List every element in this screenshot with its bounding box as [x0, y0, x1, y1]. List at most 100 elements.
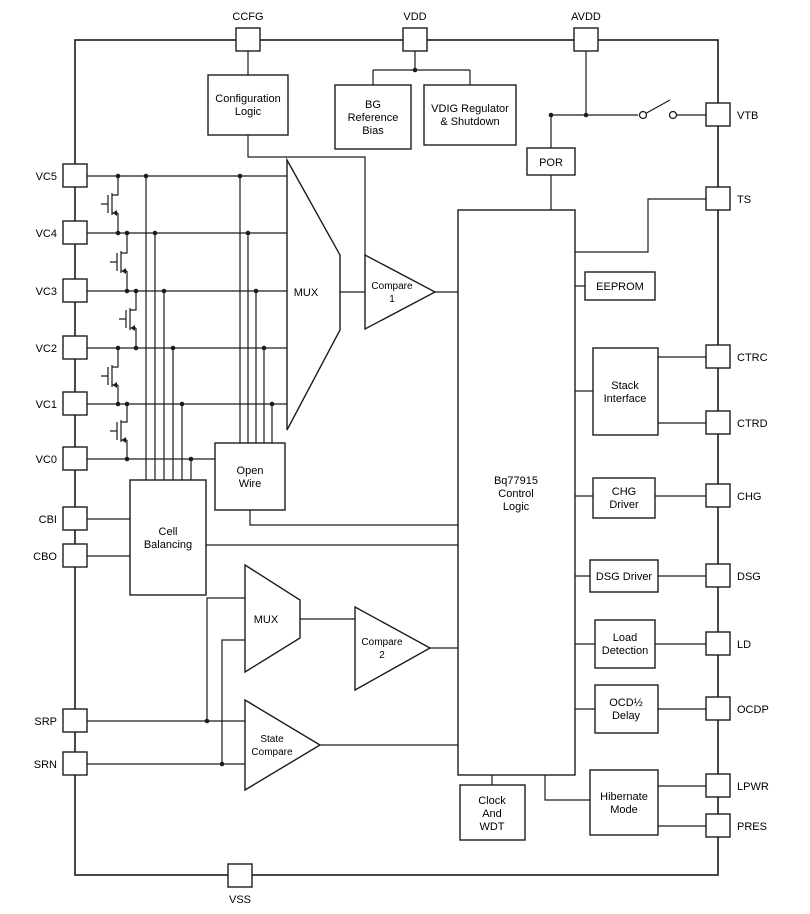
pin-pres [705, 813, 731, 838]
block-label-stack-interface: Stack [611, 380, 639, 392]
block-clock-wdt [459, 784, 526, 841]
block-configuration-logic [207, 74, 289, 136]
pin-ld [705, 631, 731, 656]
pin-labels: CCFG VDD AVDD VSS VC5 VC4 VC3 VC2 VC1 VC… [33, 11, 769, 906]
block-ocd-delay [594, 684, 659, 734]
pin-cbo [62, 543, 88, 568]
wiring [87, 51, 706, 827]
block-label-control-logic: Logic [503, 501, 530, 513]
block-label-bg-reference-bias: Bias [362, 125, 384, 137]
wire-to-control-left [206, 510, 458, 546]
block-label-ocd-delay: OCD½ [609, 697, 643, 709]
block-label-stack-interface: Interface [604, 393, 647, 405]
block-label-mux2: MUX [254, 614, 279, 626]
block-load-detection [594, 619, 656, 669]
pin-label-srp: SRP [34, 716, 57, 728]
pin-ocdp [705, 696, 731, 721]
pin-label-ccfg: CCFG [232, 11, 263, 23]
pin-label-vc1: VC1 [36, 399, 57, 411]
block-state-compare [244, 698, 322, 792]
wire-open-wire-taps [239, 176, 273, 443]
wire-right-blocks [491, 285, 706, 827]
mosfet-icon [119, 291, 137, 348]
chip-boundary [74, 39, 719, 876]
block-por [526, 147, 576, 176]
pin-vc2 [62, 335, 88, 360]
pin-vtb [705, 102, 731, 127]
pin-label-chg: CHG [737, 491, 761, 503]
block-compare2 [354, 605, 432, 692]
pin-srn [62, 751, 88, 776]
pin-label-lpwr: LPWR [737, 781, 769, 793]
pin-label-vtb: VTB [737, 110, 758, 122]
pin-dsg [705, 563, 731, 588]
pin-label-pres: PRES [737, 821, 767, 833]
block-label-cell-balancing: Balancing [144, 539, 192, 551]
pin-vc3 [62, 278, 88, 303]
pin-label-cbi: CBI [39, 514, 57, 526]
pin-ctrc [705, 344, 731, 369]
pin-label-srn: SRN [34, 759, 57, 771]
function-blocks [129, 74, 659, 841]
switch-icon [638, 99, 678, 120]
block-label-compare1: Compare [371, 281, 413, 292]
block-eeprom [584, 271, 656, 301]
pin-vdd [402, 27, 428, 52]
pin-label-ld: LD [737, 639, 751, 651]
cell-balancing-fets [101, 176, 137, 459]
pin-cbi [62, 506, 88, 531]
pin-pads [62, 27, 731, 888]
block-control-logic [457, 209, 576, 776]
block-label-open-wire: Open [237, 465, 264, 477]
pin-label-vc0: VC0 [36, 454, 57, 466]
pin-label-vdd: VDD [403, 11, 426, 23]
block-label-bg-reference-bias: BG [365, 99, 381, 111]
block-label-vdig-regulator: & Shutdown [440, 116, 499, 128]
block-open-wire [214, 442, 286, 511]
pin-avdd [573, 27, 599, 52]
block-vdig-regulator [423, 84, 517, 146]
pin-label-ctrc: CTRC [737, 352, 768, 364]
block-label-load-detection: Load [613, 632, 637, 644]
block-hibernate-mode [589, 769, 659, 836]
pin-vc1 [62, 391, 88, 416]
block-labels: Configuration Logic BG Reference Bias VD… [144, 93, 653, 833]
block-compare1 [364, 253, 437, 331]
block-label-compare2: Compare [361, 637, 403, 648]
wire-top-power [247, 51, 638, 210]
pin-vc4 [62, 220, 88, 245]
pin-label-vc2: VC2 [36, 343, 57, 355]
pin-label-cbo: CBO [33, 551, 57, 563]
block-chg-driver [592, 477, 656, 519]
pin-label-avdd: AVDD [571, 11, 601, 23]
pin-srp [62, 708, 88, 733]
block-label-compare2: 2 [379, 650, 385, 661]
block-dsg-driver [589, 559, 659, 593]
block-label-ocd-delay: Delay [612, 710, 641, 722]
block-stack-interface [592, 347, 659, 436]
block-label-dsg-driver: DSG Driver [596, 571, 653, 583]
block-label-compare1: 1 [389, 294, 395, 305]
block-label-vdig-regulator: VDIG Regulator [431, 103, 509, 115]
pin-label-vss: VSS [229, 894, 251, 906]
block-label-clock-wdt: Clock [478, 795, 506, 807]
wire-ts [575, 198, 706, 253]
block-cell-balancing [129, 479, 207, 596]
block-label-por: POR [539, 157, 563, 169]
block-mux2 [244, 563, 301, 674]
pin-vss [227, 863, 253, 888]
pin-vc0 [62, 446, 88, 471]
pin-label-vc4: VC4 [36, 228, 57, 240]
block-label-chg-driver: CHG [612, 486, 636, 498]
pin-label-ts: TS [737, 194, 751, 206]
wire-vc-lines [87, 175, 287, 460]
block-bg-reference-bias [334, 84, 412, 150]
block-label-state-compare: State [260, 734, 284, 745]
pin-ccfg [235, 27, 261, 52]
block-label-state-compare: Compare [251, 747, 293, 758]
block-label-clock-wdt: And [482, 808, 502, 820]
mosfet-icon [101, 176, 119, 233]
block-label-control-logic: Bq77915 [494, 475, 538, 487]
block-label-chg-driver: Driver [609, 499, 639, 511]
